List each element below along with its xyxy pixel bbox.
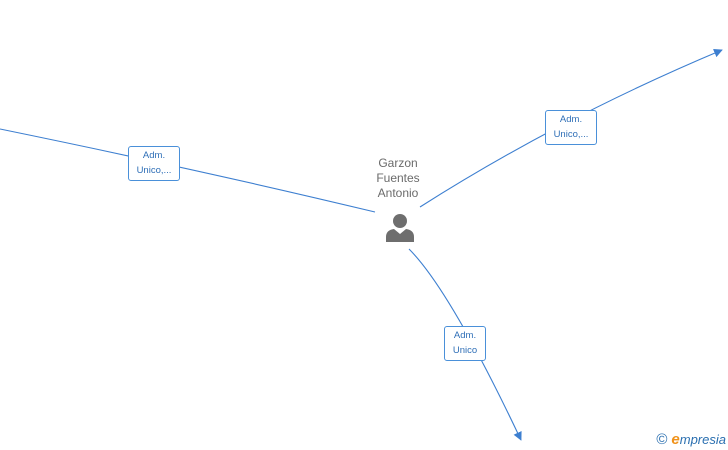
copyright-icon: © [656,431,668,448]
person-icon[interactable] [384,212,416,242]
edge-label-down-line-1: Adm. [453,330,477,341]
empresia-watermark: ©empresia [656,431,726,448]
edge-label-right[interactable]: Adm. Unico,... [545,110,597,145]
brand-e-letter: e [671,431,680,448]
edge-left-line [0,128,376,213]
person-name-line-2: Fuentes [376,171,420,185]
edge-down-line [408,248,522,441]
person-name-line-3: Antonio [377,186,419,200]
person-name-line-1: Garzon [378,156,418,170]
edge-label-down[interactable]: Adm. Unico [444,326,486,361]
edge-label-left-line-2: Unico,... [136,165,172,176]
edge-label-right-line-1: Adm. [559,114,583,125]
edge-label-left[interactable]: Adm. Unico,... [128,146,180,181]
brand-name-rest: mpresia [679,432,726,447]
edge-label-down-line-2: Unico [452,345,478,356]
edge-label-right-line-2: Unico,... [553,129,589,140]
edge-label-left-line-1: Adm. [142,150,166,161]
person-name[interactable]: Garzon Fuentes Antonio [348,156,448,201]
